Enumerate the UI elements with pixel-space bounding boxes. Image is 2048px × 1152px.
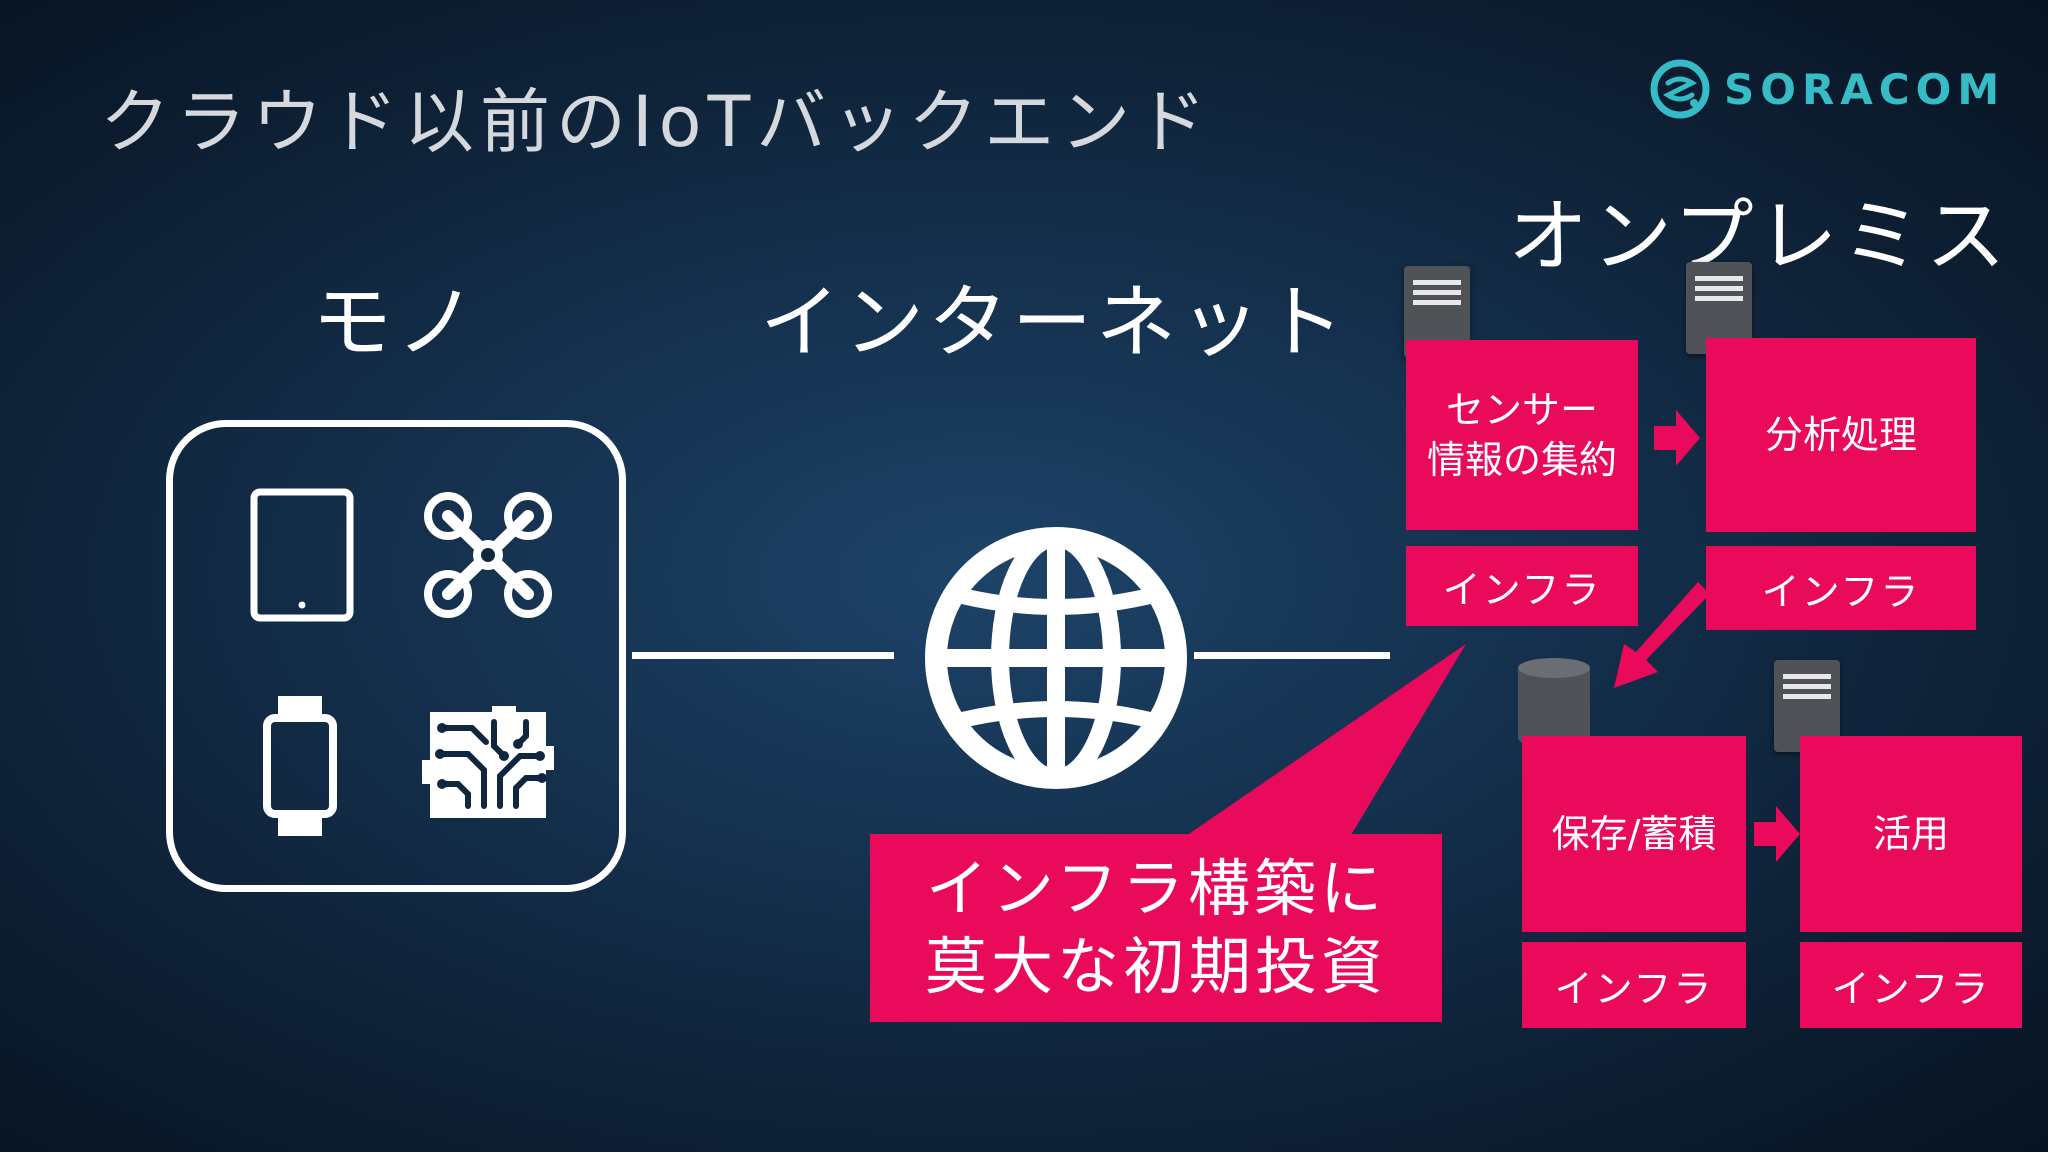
tablet-icon [250, 488, 354, 622]
stage-storage-infra: インフラ [1522, 942, 1746, 1028]
arrow-right-icon [1654, 410, 1700, 466]
globe-icon [925, 527, 1187, 789]
callout-investment: インフラ構築に 莫大な初期投資 [870, 834, 1442, 1022]
stage-storage: 保存/蓄積 [1522, 736, 1746, 932]
stage-utilization-infra: インフラ [1800, 942, 2022, 1028]
things-heading: モノ [312, 276, 480, 369]
stage-analysis: 分析処理 [1706, 338, 1976, 532]
onpremise-heading: オンプレミス [1508, 190, 2010, 283]
soracom-logo-icon [1650, 59, 1710, 119]
callout-pointer [1180, 644, 1466, 840]
smartwatch-icon [263, 696, 337, 836]
link-things-internet [632, 652, 894, 659]
drone-icon [424, 492, 552, 618]
chip-icon [422, 706, 554, 818]
stage-utilization: 活用 [1800, 736, 2022, 932]
stage-analysis-infra: インフラ [1706, 546, 1976, 630]
arrow-down-left-icon [1614, 582, 1710, 688]
stage-sensor-aggregation-infra: インフラ [1406, 546, 1638, 626]
arrow-right-icon [1754, 806, 1800, 862]
stage-sensor-aggregation: センサー 情報の集約 [1406, 340, 1638, 530]
slide-title: クラウド以前のIoTバックエンド [100, 81, 1213, 163]
logo-text: SORACOM [1724, 64, 2006, 114]
internet-heading: インターネット [760, 276, 1348, 369]
link-internet-onpremise [1194, 652, 1390, 659]
database-icon [1518, 658, 1590, 748]
devices-group [166, 420, 626, 892]
soracom-logo: SORACOM [1648, 54, 2005, 124]
